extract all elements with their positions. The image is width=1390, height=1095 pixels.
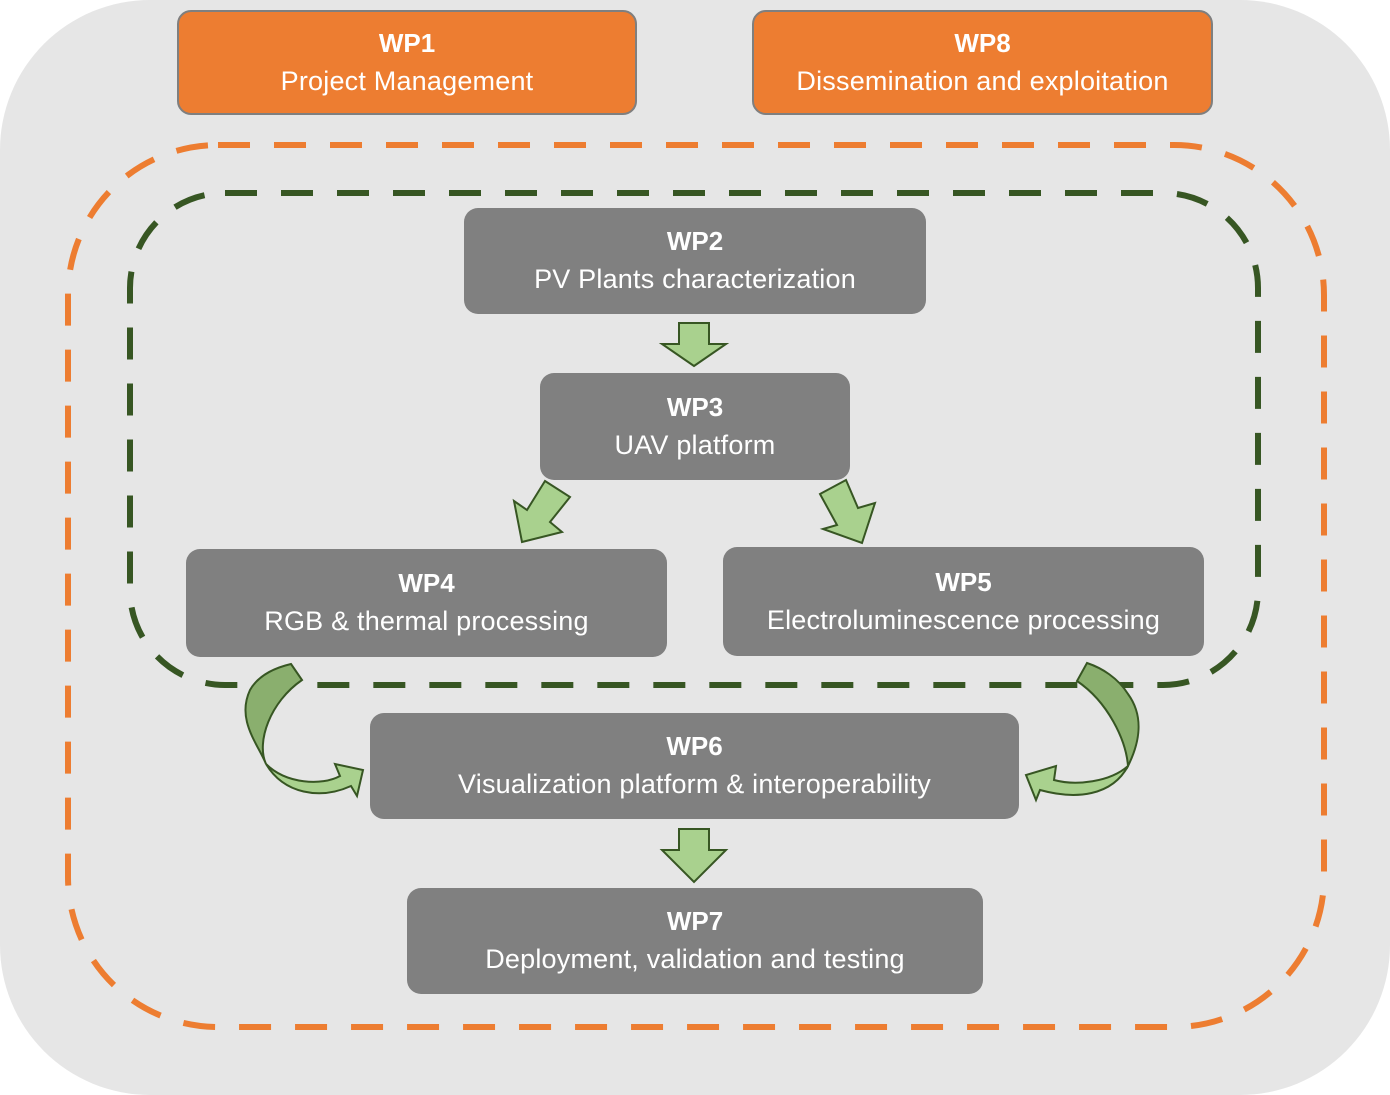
orange-dashed-group-border bbox=[65, 142, 1327, 1030]
wp3-id: WP3 bbox=[666, 391, 724, 422]
wp3-box[interactable]: WP3 UAV platform bbox=[540, 373, 850, 480]
wp7-title: Deployment, validation and testing bbox=[485, 944, 905, 974]
wp5-box[interactable]: WP5 Electroluminescence processing bbox=[723, 547, 1204, 656]
arrow-down-icon bbox=[658, 322, 730, 368]
wp4-id: WP4 bbox=[398, 568, 455, 598]
arrow-down-left-icon bbox=[512, 479, 572, 544]
wp7-box[interactable]: WP7 Deployment, validation and testing bbox=[407, 888, 983, 994]
curved-arrow-icon bbox=[1024, 661, 1140, 803]
wp1-box[interactable]: WP1 Project Management bbox=[177, 10, 637, 115]
wp3-title: UAV platform bbox=[614, 429, 776, 460]
wp8-id: WP8 bbox=[954, 27, 1011, 58]
arrow-down-right-icon bbox=[818, 478, 877, 545]
wp6-title: Visualization platform & interoperabilit… bbox=[458, 769, 931, 799]
wp4-title: RGB & thermal processing bbox=[264, 606, 589, 636]
wp8-title: Dissemination and exploitation bbox=[796, 65, 1169, 96]
arrow-down-icon bbox=[659, 828, 729, 884]
wp7-id: WP7 bbox=[666, 906, 724, 936]
green-dashed-group-border bbox=[127, 190, 1261, 688]
wp2-box[interactable]: WP2 PV Plants characterization bbox=[464, 208, 926, 314]
wp6-box[interactable]: WP6 Visualization platform & interoperab… bbox=[370, 713, 1019, 819]
wp2-id: WP2 bbox=[666, 226, 724, 256]
wp1-title: Project Management bbox=[280, 65, 534, 96]
wp5-title: Electroluminescence processing bbox=[766, 604, 1161, 635]
wp8-box[interactable]: WP8 Dissemination and exploitation bbox=[752, 10, 1213, 115]
curved-arrow-icon bbox=[244, 662, 365, 799]
wp4-box[interactable]: WP4 RGB & thermal processing bbox=[186, 549, 667, 657]
wp6-id: WP6 bbox=[666, 731, 723, 761]
wp1-id: WP1 bbox=[378, 27, 436, 58]
wp2-title: PV Plants characterization bbox=[534, 264, 856, 294]
wp5-id: WP5 bbox=[935, 566, 992, 597]
